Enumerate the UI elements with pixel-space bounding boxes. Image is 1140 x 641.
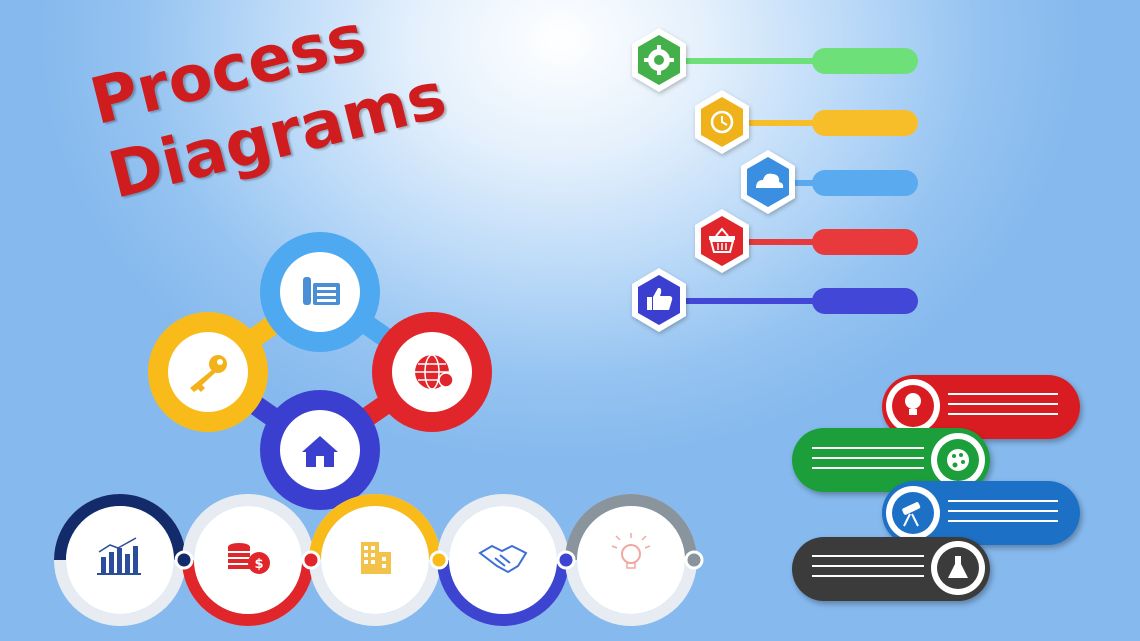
banner-step-3-lines (948, 500, 1058, 522)
building-icon (361, 542, 391, 574)
telescope-icon (902, 502, 921, 527)
ring-step-1 (54, 494, 186, 626)
hex-step-1-connector (686, 58, 816, 64)
hex-step-4-bar (812, 229, 918, 255)
gear-icon (644, 45, 674, 75)
cycle-node-left (148, 312, 268, 432)
key-icon (190, 355, 227, 392)
hex-step-4 (695, 209, 918, 273)
hex-step-5 (632, 268, 918, 332)
banner-step-4 (792, 537, 990, 601)
banner-step-1 (882, 375, 1080, 439)
cycle-node-top (260, 232, 380, 352)
hex-step-2-connector (748, 120, 816, 126)
cloud-icon (756, 173, 784, 188)
banner-step-1-lines (948, 393, 1058, 415)
cycle-node-bottom (260, 390, 380, 510)
banner-step-2-lines (812, 447, 924, 469)
hex-step-2-bar (812, 110, 918, 136)
hex-step-3 (741, 150, 918, 214)
basket-icon (709, 227, 735, 253)
banner-step-3 (882, 481, 1080, 545)
cycle-node-right (372, 312, 492, 432)
thumbs-up-icon (647, 287, 673, 310)
palette-icon (947, 449, 969, 471)
coins-dollar-icon: $ (228, 543, 270, 574)
hex-step-1-bar (812, 48, 918, 74)
svg-text:$: $ (254, 557, 263, 572)
globe-icon (415, 354, 454, 390)
hex-step-2 (695, 90, 918, 154)
ring-junctions (174, 550, 704, 570)
lightbulb-icon (611, 533, 651, 569)
hex-step-1 (632, 28, 918, 92)
phone-fax-icon (303, 277, 340, 305)
hex-step-5-connector (686, 298, 816, 304)
flask-icon (948, 556, 968, 578)
banner-step-2 (792, 428, 990, 492)
bar-chart-icon (97, 537, 141, 575)
house-icon (302, 436, 338, 467)
hex-step-3-bar (812, 170, 918, 196)
handshake-icon (478, 544, 528, 574)
hex-step-3-connector (794, 180, 816, 186)
bulb-icon (905, 393, 921, 415)
hex-step-4-connector (748, 239, 816, 245)
banner-step-4-lines (812, 555, 924, 577)
hex-step-5-bar (812, 288, 918, 314)
clock-icon (710, 110, 734, 134)
